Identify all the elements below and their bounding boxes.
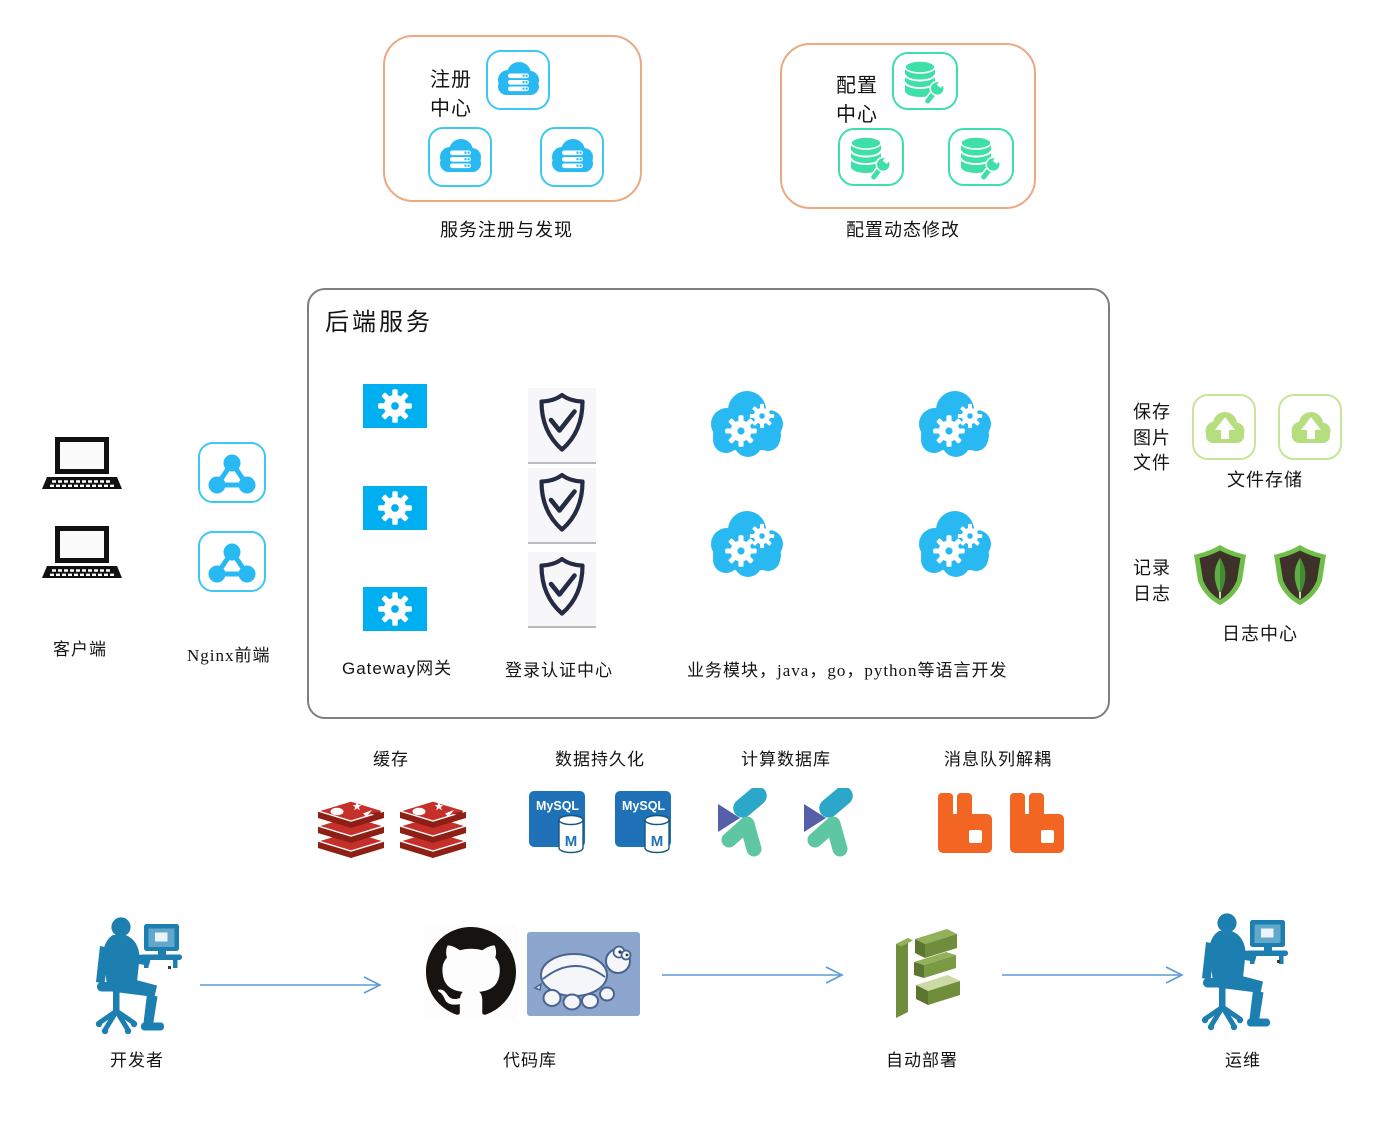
gateway-icon bbox=[363, 384, 427, 428]
config-title: 配置 中心 bbox=[836, 72, 878, 130]
auth-icon bbox=[528, 388, 596, 464]
log-center-caption: 日志中心 bbox=[1222, 624, 1298, 644]
business-label: 业务模块，java，go，python等语言开发 bbox=[687, 661, 1008, 680]
registry-caption: 服务注册与发现 bbox=[440, 220, 573, 240]
compute-label: 计算数据库 bbox=[741, 750, 831, 769]
config-caption: 配置动态修改 bbox=[846, 220, 960, 240]
auth-icon bbox=[528, 552, 596, 628]
registry-node-icon bbox=[428, 127, 492, 187]
config-node-icon bbox=[838, 128, 904, 186]
deploy-label: 自动部署 bbox=[886, 1051, 958, 1070]
auth-label: 登录认证中心 bbox=[505, 661, 613, 680]
business-icon bbox=[700, 504, 795, 586]
mysql-icon: MySQL M bbox=[529, 791, 585, 854]
client-icon bbox=[42, 437, 122, 491]
file-storage-icon bbox=[1192, 394, 1256, 460]
config-title-line2: 中心 bbox=[836, 104, 878, 126]
nginx-label: Nginx前端 bbox=[187, 646, 271, 665]
deploy-icon bbox=[896, 929, 960, 1018]
mysql-icon: MySQL M bbox=[615, 791, 671, 854]
cache-label: 缓存 bbox=[373, 750, 409, 769]
auth-icon bbox=[528, 468, 596, 544]
rabbitmq-icon bbox=[1010, 793, 1064, 853]
nginx-icon bbox=[198, 442, 266, 503]
mq-label: 消息队列解耦 bbox=[944, 750, 1052, 769]
business-icon bbox=[700, 384, 795, 466]
tortoisesvn-icon bbox=[527, 932, 640, 1016]
svg-text:M: M bbox=[651, 833, 664, 850]
backend-title: 后端服务 bbox=[325, 310, 433, 336]
developer-label: 开发者 bbox=[110, 1051, 164, 1070]
registry-node-icon bbox=[486, 50, 550, 110]
log-note: 记录 日志 bbox=[1133, 558, 1171, 604]
redis-icon bbox=[317, 800, 385, 859]
github-icon bbox=[424, 924, 517, 1020]
svg-text:MySQL: MySQL bbox=[622, 799, 665, 813]
config-title-line1: 配置 bbox=[836, 75, 878, 97]
redis-icon bbox=[399, 800, 467, 859]
registry-node-icon bbox=[540, 127, 604, 187]
file-storage-icon bbox=[1278, 394, 1342, 460]
nginx-icon bbox=[198, 531, 266, 592]
compute-db-icon bbox=[714, 788, 778, 858]
rabbitmq-icon bbox=[938, 793, 992, 853]
ops-label: 运维 bbox=[1225, 1051, 1261, 1070]
registry-title-line2: 中心 bbox=[430, 98, 472, 120]
artifact-dot bbox=[1277, 960, 1280, 963]
business-icon bbox=[908, 384, 1003, 466]
registry-title: 注册 中心 bbox=[430, 66, 472, 124]
persistence-label: 数据持久化 bbox=[555, 750, 645, 769]
save-files-note: 保存 图片 文件 bbox=[1133, 402, 1171, 474]
gateway-icon bbox=[363, 486, 427, 530]
config-node-icon bbox=[892, 52, 958, 110]
svg-text:MySQL: MySQL bbox=[536, 799, 579, 813]
ops-icon bbox=[1198, 908, 1290, 1036]
registry-title-line1: 注册 bbox=[430, 69, 472, 91]
config-node-icon bbox=[948, 128, 1014, 186]
compute-db-icon bbox=[800, 788, 864, 858]
mongodb-icon bbox=[1193, 544, 1247, 606]
svg-text:M: M bbox=[565, 833, 578, 850]
arrow-deploy-to-ops bbox=[1001, 966, 1183, 984]
gateway-icon bbox=[363, 587, 427, 631]
artifact-dot bbox=[168, 966, 171, 969]
arrow-dev-to-repo bbox=[199, 976, 381, 994]
developer-icon bbox=[92, 912, 184, 1040]
file-storage-caption: 文件存储 bbox=[1227, 470, 1303, 490]
backend-box bbox=[307, 288, 1110, 719]
arrow-repo-to-deploy bbox=[661, 966, 843, 984]
gateway-label: Gateway网关 bbox=[342, 659, 453, 678]
business-icon bbox=[908, 504, 1003, 586]
client-icon bbox=[42, 526, 122, 580]
repo-label: 代码库 bbox=[503, 1051, 557, 1070]
client-label: 客户端 bbox=[53, 640, 107, 659]
mongodb-icon bbox=[1273, 544, 1327, 606]
